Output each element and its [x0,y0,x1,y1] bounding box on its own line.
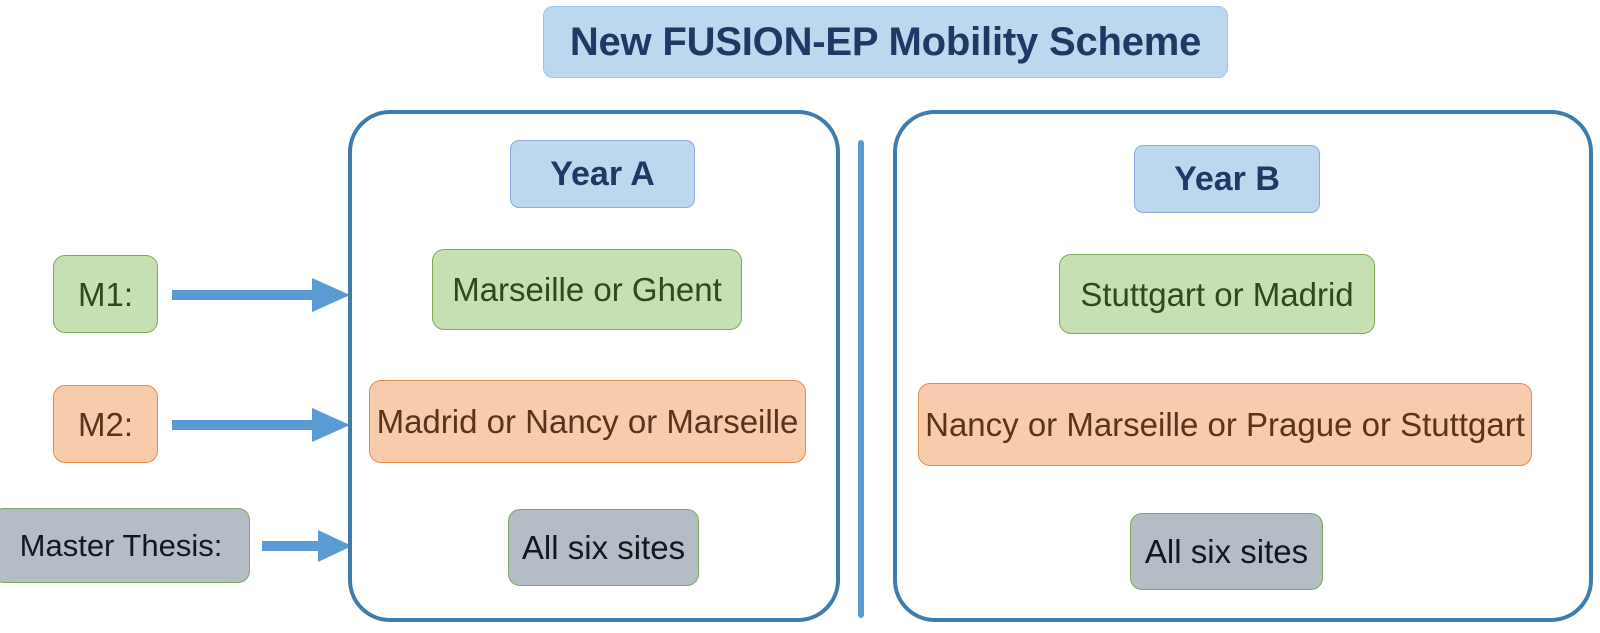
year-a-thesis-sites: All six sites [508,509,699,586]
year-b-panel [893,110,1593,622]
year-b-m1-sites: Stuttgart or Madrid [1059,254,1375,334]
stage-label-master-thesis: Master Thesis: [0,508,250,583]
stage-label-m1-text: M1: [77,275,133,313]
year-a-thesis-sites-text: All six sites [521,529,686,566]
year-a-m2-sites-text: Madrid or Nancy or Marseille [376,403,799,440]
year-a-m2-sites: Madrid or Nancy or Marseille [369,380,806,463]
year-b-heading: Year B [1134,145,1320,213]
year-b-heading-text: Year B [1174,159,1280,198]
stage-label-m2: M2: [53,385,158,463]
diagram-title: New FUSION-EP Mobility Scheme [543,6,1228,78]
stage-label-master-thesis-text: Master Thesis: [19,528,223,563]
year-b-m1-sites-text: Stuttgart or Madrid [1080,275,1354,313]
diagram-title-text: New FUSION-EP Mobility Scheme [569,19,1202,64]
arrow-m1-icon [172,278,350,312]
year-b-thesis-sites: All six sites [1130,513,1323,590]
year-a-m1-sites: Marseille or Ghent [432,249,742,330]
stage-label-m2-text: M2: [77,405,133,443]
stage-label-m1: M1: [53,255,158,333]
year-a-panel [348,110,840,622]
year-a-heading: Year A [510,140,695,208]
year-b-thesis-sites-text: All six sites [1144,533,1309,570]
year-b-m2-sites: Nancy or Marseille or Prague or Stuttgar… [918,383,1532,466]
year-a-heading-text: Year A [550,154,655,193]
arrow-master-thesis-icon [262,530,352,562]
arrow-m2-icon [172,408,350,442]
year-a-m1-sites-text: Marseille or Ghent [452,271,722,308]
year-b-m2-sites-text: Nancy or Marseille or Prague or Stuttgar… [925,406,1525,443]
year-divider [858,140,864,618]
